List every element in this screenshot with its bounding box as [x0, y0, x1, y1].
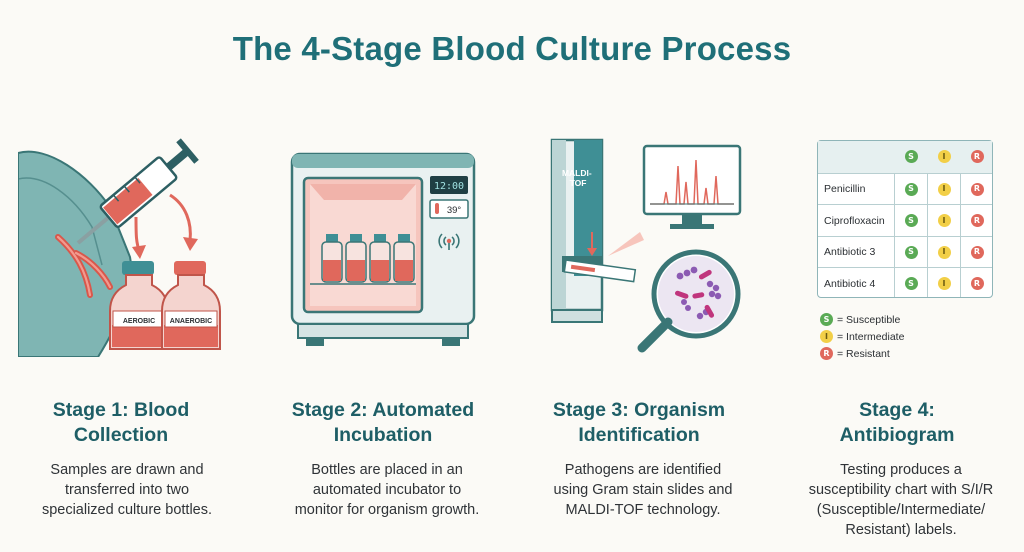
intermediate-badge: I — [937, 214, 951, 228]
table-row: Antibiotic 3 S I R — [818, 235, 992, 269]
antibiogram-table: S I R Penicillin S I R Ciprofloxacin S I… — [817, 140, 993, 298]
legend-label: = Intermediate — [837, 330, 905, 343]
susceptible-badge: S — [904, 214, 918, 228]
intermediate-badge: I — [937, 182, 951, 196]
drug-name: Antibiotic 3 — [824, 246, 876, 259]
susceptible-badge: S — [904, 277, 918, 291]
table-row: Ciprofloxacin S I R — [818, 204, 992, 237]
magnifier-icon — [637, 249, 741, 353]
intermediate-badge: I — [937, 277, 951, 291]
intermediate-badge: I — [820, 330, 833, 343]
drug-name: Antibiotic 4 — [824, 277, 876, 290]
legend-label: = Resistant — [837, 347, 890, 360]
table-row: Antibiotic 4 S I R — [818, 267, 992, 300]
arrow-icon — [169, 193, 192, 242]
thermometer-icon — [435, 203, 439, 214]
susceptible-badge: S — [904, 245, 918, 259]
legend-item: R = Resistant — [820, 345, 904, 362]
bacteria-icon — [676, 266, 722, 320]
anaerobic-label: ANAEROBIC — [170, 318, 212, 325]
identification-illustration: MALDI- TOF — [550, 138, 742, 353]
incubator-clock: 12:00 — [434, 181, 464, 192]
aerobic-label: AEROBIC — [123, 318, 155, 325]
drug-name: Penicillin — [824, 183, 866, 196]
antibiogram-header-row: S I R — [818, 141, 992, 173]
incubator-temp: 39° — [447, 205, 462, 216]
susceptible-badge: S — [904, 182, 918, 196]
blood-collection-illustration: AEROBIC ANAEROBIC — [18, 138, 221, 357]
syringe-icon — [76, 138, 199, 245]
susceptible-badge: S — [820, 313, 833, 326]
legend-item: I = Intermediate — [820, 328, 904, 345]
susceptible-badge: S — [904, 150, 918, 164]
resistant-badge: R — [970, 214, 984, 228]
resistant-badge: R — [970, 245, 984, 259]
legend-label: = Susceptible — [837, 313, 901, 326]
antibiogram-legend: S = Susceptible I = Intermediate R = Res… — [820, 311, 904, 362]
anaerobic-bottle — [161, 261, 221, 350]
incubator-bottles — [321, 234, 415, 283]
resistant-badge: R — [970, 182, 984, 196]
maldi-tof-label: MALDI- TOF — [562, 168, 594, 188]
table-row: Penicillin S I R — [818, 172, 992, 206]
page-title: The 4-Stage Blood Culture Process — [232, 30, 792, 67]
legend-item: S = Susceptible — [820, 311, 904, 328]
aerobic-bottle — [109, 261, 169, 350]
drug-name: Ciprofloxacin — [824, 214, 885, 227]
incubator-illustration: 12:00 39° — [290, 152, 476, 346]
resistant-badge: R — [820, 347, 833, 360]
intermediate-badge: I — [937, 150, 951, 164]
stage-4-title: Stage 4:Antibiogram — [839, 399, 955, 446]
resistant-badge: R — [970, 150, 984, 164]
intermediate-badge: I — [937, 245, 951, 259]
resistant-badge: R — [970, 277, 984, 291]
wireless-signal-icon — [438, 233, 460, 249]
